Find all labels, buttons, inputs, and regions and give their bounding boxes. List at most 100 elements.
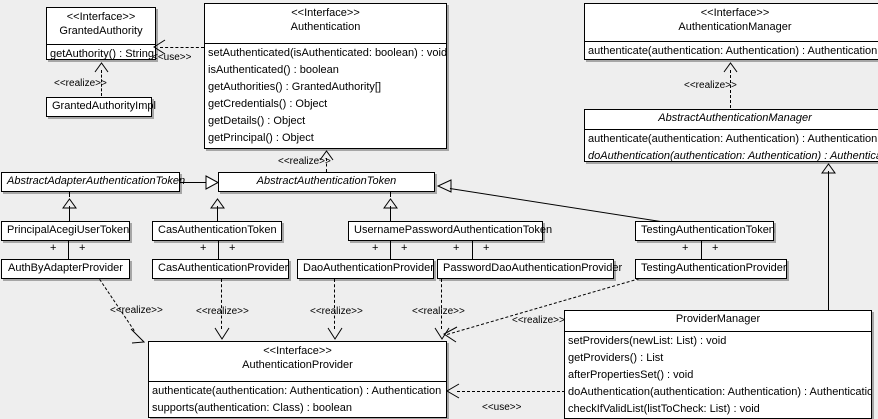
class-box-abstract-authentication-token[interactable]: AbstractAuthenticationToken bbox=[218, 172, 435, 192]
class-header-auth-by-adapter-provider: AuthByAdapterProvider bbox=[2, 260, 129, 278]
use-arrow-granted-authority bbox=[152, 39, 166, 61]
stereotype-interface: <<Interface>> bbox=[700, 7, 770, 19]
member-set-providers: setProviders(newList: List) : void bbox=[568, 335, 727, 347]
member-authenticate: authenticate(authentication: Authenticat… bbox=[588, 133, 878, 145]
class-members-granted-authority: getAuthority() : String bbox=[47, 45, 155, 64]
class-name-granted-authority: GrantedAuthority bbox=[59, 25, 143, 37]
association-arrow-adapter-to-token bbox=[205, 175, 220, 190]
class-members-abstract-authentication-manager: authenticate(authentication: Authenticat… bbox=[585, 130, 878, 166]
class-name-cas-authentication-provider: CasAuthenticationProvider bbox=[158, 262, 289, 274]
class-members-authentication-manager: authenticate(authentication: Authenticat… bbox=[585, 42, 878, 61]
stereotype-interface: <<Interface>> bbox=[291, 7, 360, 19]
class-header-principal-acegi-user-token: PrincipalAcegiUserToken bbox=[2, 222, 129, 240]
class-box-cas-authentication-token[interactable]: CasAuthenticationToken bbox=[152, 221, 282, 241]
association-end-plus: + bbox=[79, 242, 86, 254]
class-box-testing-authentication-token[interactable]: TestingAuthenticationToken bbox=[635, 221, 775, 241]
association-line-cas-token-provider bbox=[218, 241, 219, 259]
realize-label-granted-authority-impl: <<realize>> bbox=[54, 78, 107, 89]
realize-label-dao-authentication-provider: <<realize>> bbox=[310, 306, 363, 317]
class-name-authentication-manager: AuthenticationManager bbox=[678, 21, 792, 33]
class-header-testing-authentication-token: TestingAuthenticationToken bbox=[636, 222, 775, 240]
association-end-plus: + bbox=[682, 242, 689, 254]
association-end-plus: + bbox=[712, 242, 719, 254]
generalization-line-provider-manager bbox=[828, 171, 829, 311]
realize-label-abstract-authentication-token: <<realize>> bbox=[278, 156, 331, 167]
association-line-userpass-token-password-dao-provider bbox=[472, 241, 473, 259]
class-header-testing-authentication-provider: TestingAuthenticationProvider bbox=[636, 260, 787, 278]
association-line-adapter-to-token bbox=[180, 182, 208, 183]
class-box-testing-authentication-provider[interactable]: TestingAuthenticationProvider bbox=[635, 259, 787, 279]
class-box-provider-manager[interactable]: ProviderManager setProviders(newList: Li… bbox=[564, 310, 872, 419]
member-get-authorities: getAuthorities() : GrantedAuthority[] bbox=[208, 81, 382, 93]
generalization-line-username-password-authentication-token-b bbox=[390, 206, 391, 221]
realize-arrow-abstract-authentication-manager bbox=[723, 60, 738, 73]
generalization-arrow-username-password-authentication-token bbox=[383, 196, 398, 209]
realize-arrow-testing-authentication-provider bbox=[440, 325, 460, 350]
generalization-arrow-principal-acegi-user-token bbox=[62, 196, 77, 209]
member-supports: supports(authentication: Class) : boolea… bbox=[152, 402, 352, 414]
class-members-provider-manager: setProviders(newList: List) : void getPr… bbox=[565, 332, 871, 419]
association-line-principal-token-provider bbox=[68, 241, 69, 259]
class-box-granted-authority-impl[interactable]: GrantedAuthorityImpl bbox=[46, 97, 156, 117]
association-end-plus: + bbox=[483, 242, 490, 254]
class-name-authentication: Authentication bbox=[290, 21, 361, 33]
class-box-granted-authority[interactable]: <<Interface>> GrantedAuthority getAuthor… bbox=[46, 7, 156, 60]
use-label-provider-manager-authentication-provider: <<use>> bbox=[482, 402, 522, 413]
realize-label-testing-authentication-provider: <<realize>> bbox=[512, 315, 565, 326]
use-arrow-authentication-provider bbox=[445, 383, 461, 405]
class-box-authentication-manager[interactable]: <<Interface>> AuthenticationManager auth… bbox=[584, 3, 878, 60]
stereotype-interface: <<Interface>> bbox=[66, 11, 136, 23]
class-box-principal-acegi-user-token[interactable]: PrincipalAcegiUserToken bbox=[1, 221, 130, 241]
class-header-cas-authentication-token: CasAuthenticationToken bbox=[153, 222, 281, 240]
class-members-authentication-provider: authenticate(authentication: Authenticat… bbox=[149, 382, 446, 418]
realize-arrow-cas-authentication-provider bbox=[214, 327, 230, 346]
class-box-authentication[interactable]: <<Interface>> Authentication setAuthenti… bbox=[204, 3, 447, 149]
class-header-granted-authority-impl: GrantedAuthorityImpl bbox=[47, 98, 156, 116]
realize-arrow-granted-authority-impl bbox=[94, 60, 109, 73]
realize-arrow-password-dao-authentication-provider bbox=[434, 327, 450, 346]
use-line-provider-manager-authentication-provider bbox=[457, 391, 565, 392]
class-box-cas-authentication-provider[interactable]: CasAuthenticationProvider bbox=[152, 259, 289, 279]
realize-label-abstract-authentication-manager: <<realize>> bbox=[684, 80, 737, 91]
member-authenticate: authenticate(authentication: Authenticat… bbox=[152, 385, 442, 397]
realize-arrow-dao-authentication-provider bbox=[327, 327, 343, 346]
class-box-authentication-provider[interactable]: <<Interface>> AuthenticationProvider aut… bbox=[148, 341, 447, 418]
member-check-if-valid-list: checkIfValidList(listToCheck: List) : vo… bbox=[568, 403, 760, 415]
class-name-password-dao-authentication-provider: PasswordDaoAuthenticationProvider bbox=[443, 262, 623, 274]
association-end-plus: + bbox=[50, 242, 57, 254]
class-header-username-password-authentication-token: UsernamePasswordAuthenticationToken bbox=[349, 222, 553, 240]
member-get-providers: getProviders() : List bbox=[568, 352, 664, 364]
class-box-password-dao-authentication-provider[interactable]: PasswordDaoAuthenticationProvider bbox=[437, 259, 623, 279]
class-header-abstract-authentication-token: AbstractAuthenticationToken bbox=[219, 173, 434, 191]
class-name-username-password-authentication-token: UsernamePasswordAuthenticationToken bbox=[354, 224, 553, 236]
member-after-properties-set: afterPropertiesSet() : void bbox=[568, 369, 694, 381]
stereotype-interface: <<Interface>> bbox=[263, 345, 332, 357]
realize-label-auth-by-adapter-provider: <<realize>> bbox=[110, 305, 163, 316]
class-box-auth-by-adapter-provider[interactable]: AuthByAdapterProvider bbox=[1, 259, 130, 279]
use-line-authentication-granted-authority bbox=[160, 47, 204, 48]
generalization-line-username-password-authentication-token bbox=[390, 192, 391, 197]
generalization-arrow-cas-authentication-token bbox=[210, 196, 225, 209]
realize-line-password-dao-authentication-provider bbox=[441, 279, 442, 329]
class-name-abstract-authentication-manager: AbstractAuthenticationManager bbox=[658, 112, 812, 124]
class-name-abstract-authentication-token: AbstractAuthenticationToken bbox=[256, 175, 397, 187]
class-box-abstract-authentication-manager[interactable]: AbstractAuthenticationManager authentica… bbox=[584, 109, 878, 162]
class-name-granted-authority-impl: GrantedAuthorityImpl bbox=[52, 100, 156, 112]
class-box-username-password-authentication-token[interactable]: UsernamePasswordAuthenticationToken bbox=[348, 221, 553, 241]
generalization-line-principal-acegi-user-token bbox=[69, 192, 70, 197]
realize-line-dao-authentication-provider bbox=[334, 279, 335, 329]
member-get-details: getDetails() : Object bbox=[208, 115, 306, 127]
class-name-provider-manager: ProviderManager bbox=[675, 313, 761, 325]
generalization-line-principal-acegi-user-token-b bbox=[69, 206, 70, 221]
class-box-dao-authentication-provider[interactable]: DaoAuthenticationProvider bbox=[297, 259, 434, 279]
class-header-password-dao-authentication-provider: PasswordDaoAuthenticationProvider bbox=[438, 260, 623, 278]
member-do-authentication: doAuthentication(authentication: Authent… bbox=[568, 386, 871, 398]
realize-line-abstract-authentication-token bbox=[326, 158, 327, 172]
class-header-authentication-manager: <<Interface>> AuthenticationManager bbox=[585, 4, 878, 42]
class-box-abstract-adapter-authentication-token[interactable]: AbstractAdapterAuthenticationToken bbox=[1, 172, 186, 192]
class-header-granted-authority: <<Interface>> GrantedAuthority bbox=[47, 8, 155, 45]
class-header-authentication: <<Interface>> Authentication bbox=[205, 4, 446, 44]
realize-line-granted-authority-impl bbox=[101, 70, 102, 96]
generalization-arrow-provider-manager bbox=[821, 161, 836, 174]
class-name-abstract-adapter-authentication-token: AbstractAdapterAuthenticationToken bbox=[7, 175, 186, 187]
